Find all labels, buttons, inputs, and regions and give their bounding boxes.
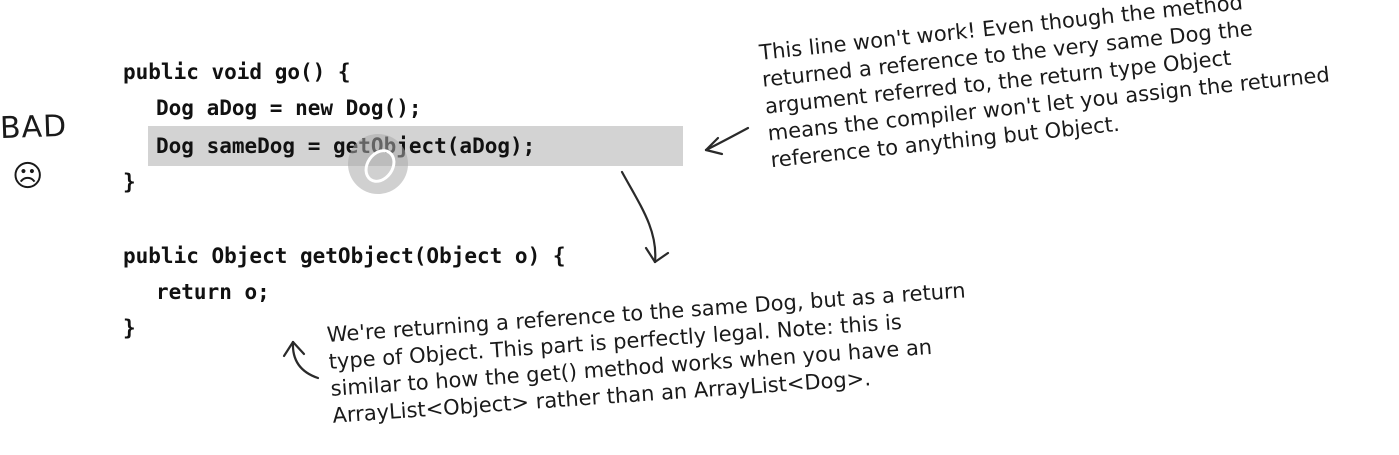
code-line-go-signature: public void go() { [123,60,351,84]
code-line-close-getobject: } [123,316,136,340]
code-line-getobject-signature: public Object getObject(Object o) { [123,244,566,268]
code-line-return: return o; [156,280,270,304]
code-line-close-go: } [123,170,136,194]
watermark-logo-icon [348,134,408,194]
code-line-new-dog: Dog aDog = new Dog(); [156,96,422,120]
arrow-to-return [620,170,670,264]
sad-face-icon: ☹ [12,159,44,194]
highlighted-code-line [148,126,683,166]
arrow-top-note [704,126,750,156]
arrow-bottom-note [282,340,320,380]
